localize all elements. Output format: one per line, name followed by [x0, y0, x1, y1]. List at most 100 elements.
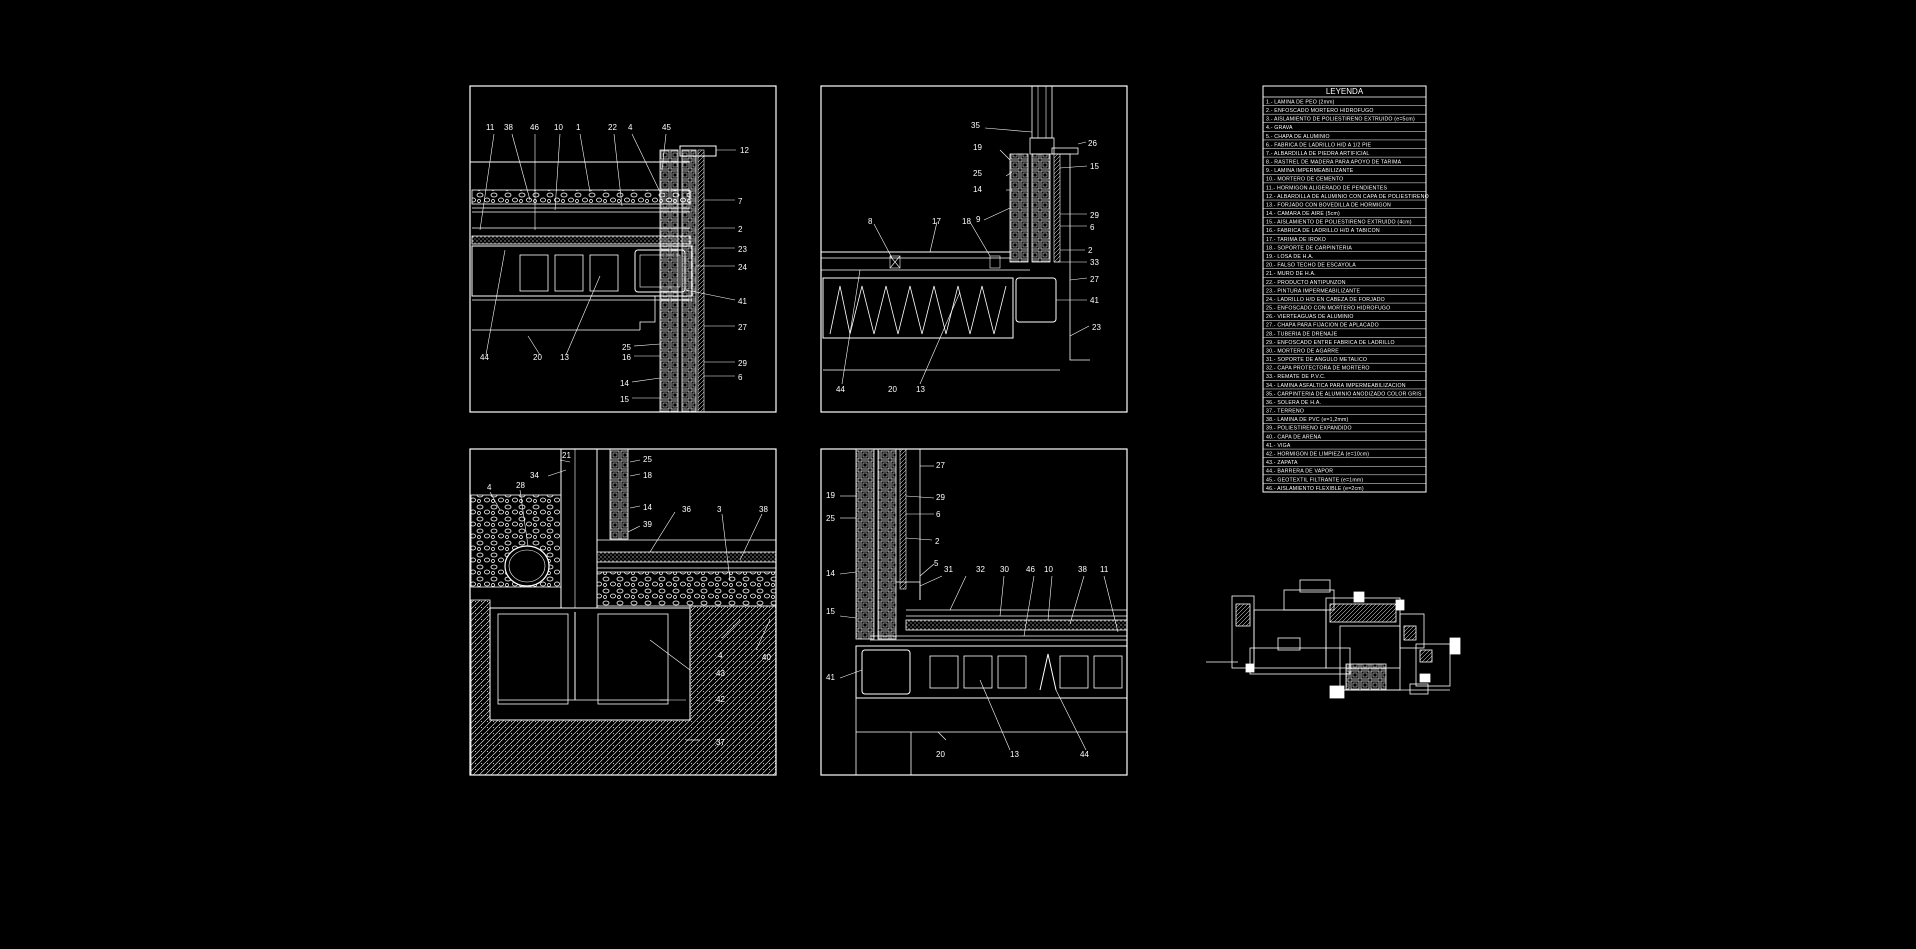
legend-item: 6.- FABRICA DE LADRILLO H/D A 1/2 PIE	[1266, 142, 1371, 148]
d2-label-8: 8	[868, 217, 873, 226]
d1-label-7: 7	[738, 197, 743, 206]
legend-item: 32.- CAPA PROTECTORA DE MORTERO	[1266, 366, 1370, 372]
legend-table: LEYENDA 1.- LAMINA DE PEO (2mm)2.- ENFOS…	[1262, 85, 1429, 493]
d1-label-6: 6	[738, 373, 743, 382]
d2-label-25: 25	[973, 169, 982, 178]
legend-item: 40.- CAPA DE ARENA	[1266, 434, 1321, 440]
d1-label-12: 12	[740, 146, 749, 155]
d2-label-6: 6	[1090, 223, 1095, 232]
d1-label-27: 27	[738, 323, 747, 332]
legend-item: 10.- MORTERO DE CEMENTO	[1266, 177, 1343, 183]
legend-item: 28.- TUBERIA DE DRENAJE	[1266, 331, 1338, 337]
legend-item: 29.- ENFOSCADO ENTRE FABRICA DE LADRILLO	[1266, 340, 1395, 346]
legend-item: 3.- AISLAMIENTO DE POLIESTIRENO EXTRUIDO…	[1266, 117, 1415, 123]
d2-label-44: 44	[836, 385, 845, 394]
legend-item: 37.- TERRENO	[1266, 409, 1304, 415]
d2-label-2: 2	[1088, 246, 1093, 255]
d1-label-25: 25	[622, 343, 631, 352]
d3-label-34: 34	[530, 471, 539, 480]
d3-label-36: 36	[682, 505, 691, 514]
d4-label-38: 38	[1078, 565, 1087, 574]
d4-label-13: 13	[1010, 750, 1019, 759]
legend-item: 23.- PINTURA IMPERMEABILIZANTE	[1266, 288, 1361, 294]
legend-rows: 1.- LAMINA DE PEO (2mm)2.- ENFOSCADO MOR…	[1263, 99, 1429, 492]
d4-label-6: 6	[936, 510, 941, 519]
d3-label-18: 18	[643, 471, 652, 480]
d3-label-14: 14	[643, 503, 652, 512]
legend-item: 44.- BARRERA DE VAPOR	[1266, 469, 1333, 475]
legend-item: 34.- LAMINA ASFALTICA PARA IMPERMEABILIZ…	[1266, 383, 1406, 389]
legend-item: 43.- ZAPATA	[1266, 460, 1298, 466]
d3-label-43: 43	[716, 669, 725, 678]
d2-label-29: 29	[1090, 211, 1099, 220]
legend-item: 17.- TARIMA DE IROKO	[1266, 237, 1326, 243]
legend-item: 18.- SOPORTE DE CARPINTERIA	[1266, 245, 1352, 251]
building-elevation-thumbnail	[1206, 579, 1461, 699]
legend-item: 11.- HORMIGON ALIGERADO DE PENDIENTES	[1266, 185, 1388, 191]
legend-item: 36.- SOLERA DE H.A.	[1266, 400, 1321, 406]
legend-item: 35.- CARPINTERIA DE ALUMINIO ANODIZADO C…	[1266, 391, 1422, 397]
detail-window-terrace: 35 19 25 14 9 8 17 18 26 15 29 6 2 33 27…	[820, 85, 1128, 413]
d3-label-42: 42	[716, 695, 725, 704]
d3-label-3: 3	[717, 505, 722, 514]
d1-label-2: 2	[738, 225, 743, 234]
d1-label-29: 29	[738, 359, 747, 368]
d4-label-25: 25	[826, 514, 835, 523]
legend-item: 25.- ENFOSCADO CON MORTERO HIDROFUGO	[1266, 306, 1390, 312]
d2-label-14: 14	[973, 185, 982, 194]
legend-item: 33.- REMATE DE P.V.C.	[1266, 374, 1326, 380]
d4-label-41: 41	[826, 673, 835, 682]
legend-item: 9.- LAMINA IMPERMEABILIZANTE	[1266, 168, 1354, 174]
legend-item: 21.- MURO DE H.A.	[1266, 271, 1316, 277]
legend-item: 2.- ENFOSCADO MORTERO HIDROFUGO	[1266, 108, 1374, 114]
legend-item: 31.- SOPORTE DE ANGULO METALICO	[1266, 357, 1367, 363]
d3-label-40: 40	[762, 653, 771, 662]
d2-label-33: 33	[1090, 258, 1099, 267]
d2-label-23: 23	[1092, 323, 1101, 332]
d4-label-20: 20	[936, 750, 945, 759]
d4-label-10: 10	[1044, 565, 1053, 574]
d3-label-38: 38	[759, 505, 768, 514]
legend-item: 38.- LAMINA DE PVC (e=1,2mm)	[1266, 417, 1348, 423]
d1-label-45: 45	[662, 123, 671, 132]
d4-label-15: 15	[826, 607, 835, 616]
legend-item: 22.- PRODUCTO ANTIPUNZON	[1266, 280, 1346, 286]
d1-label-10: 10	[554, 123, 563, 132]
d1-label-4: 4	[628, 123, 633, 132]
d1-label-11: 11	[486, 123, 495, 132]
d1-label-13: 13	[560, 353, 569, 362]
d4-label-44: 44	[1080, 750, 1089, 759]
legend-item: 13.- FORJADO CON BOVEDILLA DE HORMIGON	[1266, 202, 1391, 208]
d1-label-16: 16	[622, 353, 631, 362]
d2-label-13: 13	[916, 385, 925, 394]
d2-label-41: 41	[1090, 296, 1099, 305]
legend-item: 14.- CAMARA DE AIRE (5cm)	[1266, 211, 1340, 217]
d3-label-39: 39	[643, 520, 652, 529]
d1-label-44: 44	[480, 353, 489, 362]
legend-item: 41.- VIGA	[1266, 443, 1291, 449]
legend-item: 20.- FALSO TECHO DE ESCAYOLA	[1266, 263, 1356, 269]
d1-label-38: 38	[504, 123, 513, 132]
legend-item: 24.- LADRILLO H/D EN CABEZA DE FORJADO	[1266, 297, 1385, 303]
detail-terrace-edge: 27 29 6 2 5 31 32 30 46 10 38 11 19 25 1…	[820, 448, 1128, 776]
d1-label-20: 20	[533, 353, 542, 362]
legend-item: 19.- LOSA DE H.A.	[1266, 254, 1314, 260]
d1-label-24: 24	[738, 263, 747, 272]
d4-label-14: 14	[826, 569, 835, 578]
d2-label-18: 18	[962, 217, 971, 226]
d1-label-1: 1	[576, 123, 581, 132]
legend-item: 27.- CHAPA PARA FIJACION DE APLACADO	[1266, 323, 1379, 329]
legend-item: 15.- AISLAMIENTO DE POLIESTIRENO EXTRUID…	[1266, 220, 1412, 226]
d4-label-30: 30	[1000, 565, 1009, 574]
d2-label-26: 26	[1088, 139, 1097, 148]
d1-label-15: 15	[620, 395, 629, 404]
legend-item: 4.- GRAVA	[1266, 125, 1293, 131]
legend-item: 16.- FABRICA DE LADRILLO H/D A TABICON	[1266, 228, 1380, 234]
legend-item: 45.- GEOTEXTIL FILTRANTE (e=1mm)	[1266, 477, 1363, 483]
legend-item: 12.- ALBARDILLA DE ALUMINIO CON CAPA DE …	[1266, 194, 1429, 200]
d2-label-17: 17	[932, 217, 941, 226]
d2-label-35: 35	[971, 121, 980, 130]
detail-roof-parapet: 11 38 46 10 1 22 4 45 12 7 2 23 24 41 27…	[469, 85, 777, 413]
d2-label-20: 20	[888, 385, 897, 394]
